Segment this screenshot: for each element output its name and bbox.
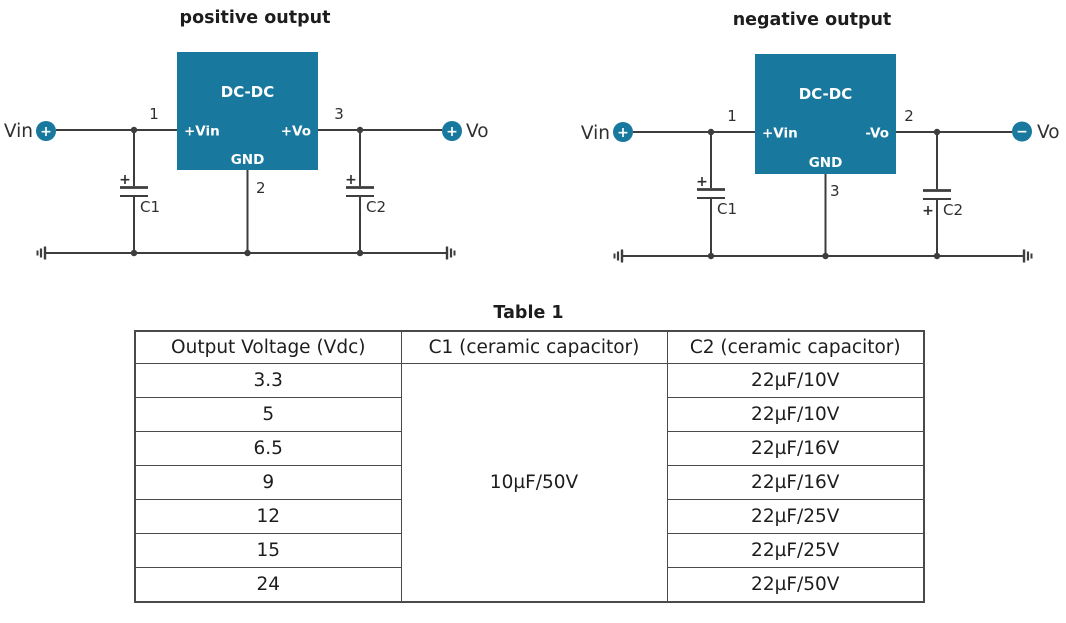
block-pin-vo: -Vo bbox=[865, 126, 889, 142]
vin-label: Vin bbox=[4, 121, 33, 142]
vin-polarity: + bbox=[40, 124, 52, 140]
output-voltage-cell: 5 bbox=[134, 397, 402, 432]
junction-dot bbox=[356, 126, 364, 134]
positive-circuit-title: positive output bbox=[180, 8, 331, 28]
capacitor-icon bbox=[346, 186, 374, 198]
positive-terminal-icon bbox=[613, 122, 633, 142]
ground-icon bbox=[613, 249, 624, 263]
c2-cell: 22µF/16V bbox=[666, 431, 925, 466]
junction-dot bbox=[933, 252, 941, 260]
c2-cell: 22µF/10V bbox=[666, 397, 925, 432]
circuit-diagrams: positive output Vin + 1 3 2 DC-DC +Vin +… bbox=[4, 8, 1060, 263]
block-pin-vo: +Vo bbox=[281, 124, 311, 140]
c1-polarity: + bbox=[696, 174, 708, 190]
c2-polarity: + bbox=[922, 203, 934, 219]
pin-number-gnd: 3 bbox=[830, 182, 840, 200]
output-voltage-cell: 15 bbox=[134, 533, 402, 568]
junction-dot bbox=[244, 249, 251, 257]
c1-label: C1 bbox=[717, 200, 737, 218]
capacitor-icon bbox=[923, 189, 951, 201]
junction-dot bbox=[822, 252, 829, 260]
vin-polarity: + bbox=[617, 125, 629, 141]
c1-merged-cell: 10µF/50V bbox=[400, 363, 668, 603]
c2-cell: 22µF/10V bbox=[666, 363, 925, 398]
c2-cell: 22µF/50V bbox=[666, 567, 925, 603]
block-pin-gnd: GND bbox=[231, 152, 265, 168]
capacitor-selection-table-section: Table 1 Output Voltage (Vdc) C1 (ceramic… bbox=[134, 302, 925, 603]
vin-label: Vin bbox=[581, 123, 610, 144]
ground-icon bbox=[36, 246, 47, 260]
dcdc-converter-block bbox=[755, 54, 896, 174]
c2-cell: 22µF/25V bbox=[666, 533, 925, 568]
junction-dot bbox=[933, 128, 941, 136]
c2-cell: 22µF/16V bbox=[666, 465, 925, 500]
ground-icon bbox=[445, 246, 456, 260]
pin-number-out: 3 bbox=[334, 105, 344, 123]
vo-polarity: + bbox=[446, 124, 458, 140]
table-title: Table 1 bbox=[493, 303, 564, 323]
column-header-c2: C2 (ceramic capacitor) bbox=[666, 330, 925, 364]
junction-dot bbox=[707, 252, 715, 260]
block-pin-gnd: GND bbox=[809, 155, 843, 171]
junction-dot bbox=[707, 128, 715, 136]
negative-terminal-icon bbox=[1012, 121, 1032, 142]
dcdc-block-name: DC-DC bbox=[799, 85, 853, 103]
dcdc-converter-block bbox=[177, 52, 318, 170]
table-row: 3.3 10µF/50V 22µF/10V bbox=[134, 363, 925, 603]
table-row: 24 22µF/50V bbox=[134, 567, 925, 603]
capacitor-selection-table: Output Voltage (Vdc) C1 (ceramic capacit… bbox=[134, 330, 925, 603]
pin-number-gnd: 2 bbox=[256, 179, 266, 197]
column-header-c1: C1 (ceramic capacitor) bbox=[400, 330, 668, 364]
c2-label: C2 bbox=[366, 198, 386, 216]
positive-output-circuit: positive output Vin + 1 3 2 DC-DC +Vin +… bbox=[4, 8, 489, 260]
c2-cell: 22µF/25V bbox=[666, 499, 925, 534]
pin-number-in: 1 bbox=[149, 105, 159, 123]
table-row: 12 22µF/25V bbox=[134, 499, 925, 534]
ground-icon bbox=[1022, 249, 1033, 263]
c2-label: C2 bbox=[943, 201, 963, 219]
junction-dot bbox=[130, 126, 138, 134]
capacitor-icon bbox=[697, 188, 725, 200]
vo-label: Vo bbox=[1037, 122, 1060, 143]
pin-number-in: 1 bbox=[727, 107, 737, 125]
c1-label: C1 bbox=[140, 198, 160, 216]
dcdc-block-name: DC-DC bbox=[221, 83, 275, 101]
column-header-output-voltage: Output Voltage (Vdc) bbox=[134, 330, 402, 364]
block-pin-vin: +Vin bbox=[762, 126, 798, 142]
output-voltage-cell: 9 bbox=[134, 465, 402, 500]
positive-terminal-icon bbox=[36, 121, 56, 141]
output-voltage-cell: 6.5 bbox=[134, 431, 402, 466]
pin-number-out: 2 bbox=[904, 107, 914, 125]
negative-circuit-title: negative output bbox=[733, 10, 892, 30]
output-voltage-cell: 12 bbox=[134, 499, 402, 534]
table-row: 15 22µF/25V bbox=[134, 533, 925, 568]
vo-polarity: − bbox=[1016, 124, 1028, 140]
table-header-row: Output Voltage (Vdc) C1 (ceramic capacit… bbox=[134, 330, 925, 364]
c1-polarity: + bbox=[119, 172, 131, 188]
c2-polarity: + bbox=[345, 172, 357, 188]
block-pin-vin: +Vin bbox=[184, 124, 220, 140]
output-voltage-cell: 24 bbox=[134, 567, 402, 603]
junction-dot bbox=[130, 249, 138, 257]
output-voltage-cell: 3.3 bbox=[134, 363, 402, 398]
vo-label: Vo bbox=[466, 121, 489, 142]
negative-output-circuit: negative output Vin + 1 2 3 DC-DC +Vin -… bbox=[581, 10, 1060, 263]
positive-terminal-icon bbox=[442, 121, 462, 141]
junction-dot bbox=[356, 249, 364, 257]
capacitor-icon bbox=[120, 186, 148, 198]
